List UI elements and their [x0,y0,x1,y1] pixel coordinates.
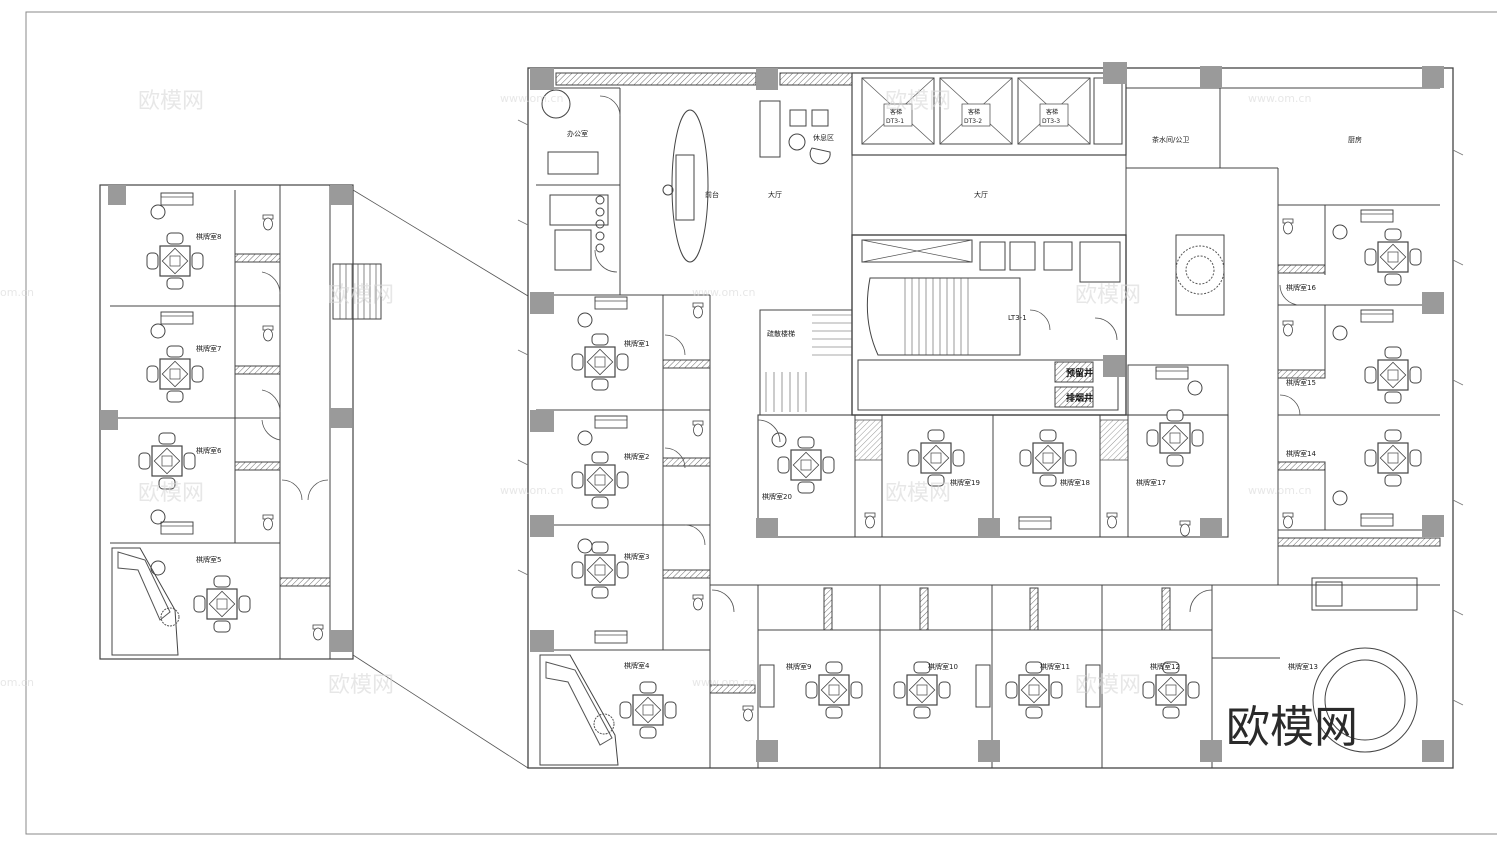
label-elevator-2-id: DT3-2 [964,118,982,125]
room-label-19: 棋牌室19 [950,478,980,487]
room-label-d6: 棋牌室6 [196,446,222,455]
label-elevator-2: 客梯 [968,108,980,116]
label-office: 办公室 [567,129,588,138]
room-label-2: 棋牌室2 [624,452,649,461]
label-elevator-1-id: DT3-1 [886,118,904,125]
watermark-domain-8: om.cn [0,676,34,689]
label-lobby-1: 大厅 [768,190,782,199]
room-label-13: 棋牌室13 [1288,662,1318,671]
watermark-brand-5: 欧模网 [885,89,951,114]
watermark-domain-4: www.om.cn [692,676,755,689]
room-label-4: 棋牌室4 [624,661,650,670]
watermark-domain-5: www.om.cn [1248,92,1311,105]
label-stair-tag: LT3-1 [1008,314,1027,322]
label-rest-area: 休息区 [813,133,834,142]
watermark-domain-1: www.om.cn [500,92,563,105]
watermark-logo: 欧模网 [1226,702,1358,753]
watermark-brand-3: 欧模网 [138,481,204,506]
room-label-16: 棋牌室16 [1286,283,1316,292]
room-label-d8: 棋牌室8 [196,232,221,241]
watermark-brand-4: 欧模网 [328,673,394,698]
label-lobby-2: 大厅 [974,190,988,199]
watermark-domain-3: www.om.cn [500,484,563,497]
room-label-15: 棋牌室15 [1286,378,1316,387]
room-label-12: 棋牌室12 [1150,662,1180,671]
label-tea-room: 茶水间/公卫 [1152,135,1189,144]
room-label-3: 棋牌室3 [624,552,649,561]
room-label-d7: 棋牌室7 [196,344,221,353]
room-label-1: 棋牌室1 [624,339,649,348]
label-exhaust-shaft: 排烟井 [1066,392,1093,404]
watermark-brand-6: 欧模网 [1075,283,1141,308]
watermark-domain-6: www.om.cn [1248,484,1311,497]
room-label-18: 棋牌室18 [1060,478,1090,487]
watermark-domain-2: www.om.cn [692,286,755,299]
label-fire-stair: 疏散楼梯 [767,329,795,338]
room-label-d5: 棋牌室5 [196,555,221,564]
label-elevator-1: 客梯 [890,108,902,116]
room-label-10: 棋牌室10 [928,662,958,671]
room-label-20: 棋牌室20 [762,492,792,501]
detail-plan: 棋牌室8 棋牌室7 棋牌室6 棋牌室5 [99,184,382,660]
watermark-brand-1: 欧模网 [138,89,204,114]
room-label-14: 棋牌室14 [1286,449,1316,458]
label-elevator-3-id: DT3-3 [1042,118,1060,125]
label-reception: 前台 [705,190,719,199]
watermark-brand-8: 欧模网 [1075,673,1141,698]
watermark-brand-2: 欧模网 [328,283,394,308]
label-kitchen: 厨房 [1348,135,1362,144]
room-label-9: 棋牌室9 [786,662,811,671]
room-label-11: 棋牌室11 [1040,662,1070,671]
main-plan [517,62,1464,769]
label-vent-shaft: 预留井 [1066,367,1093,379]
label-elevator-3: 客梯 [1046,108,1058,116]
watermark-domain-7: om.cn [0,286,34,299]
watermark-brand-7: 欧模网 [885,481,951,506]
room-label-17: 棋牌室17 [1136,478,1166,487]
